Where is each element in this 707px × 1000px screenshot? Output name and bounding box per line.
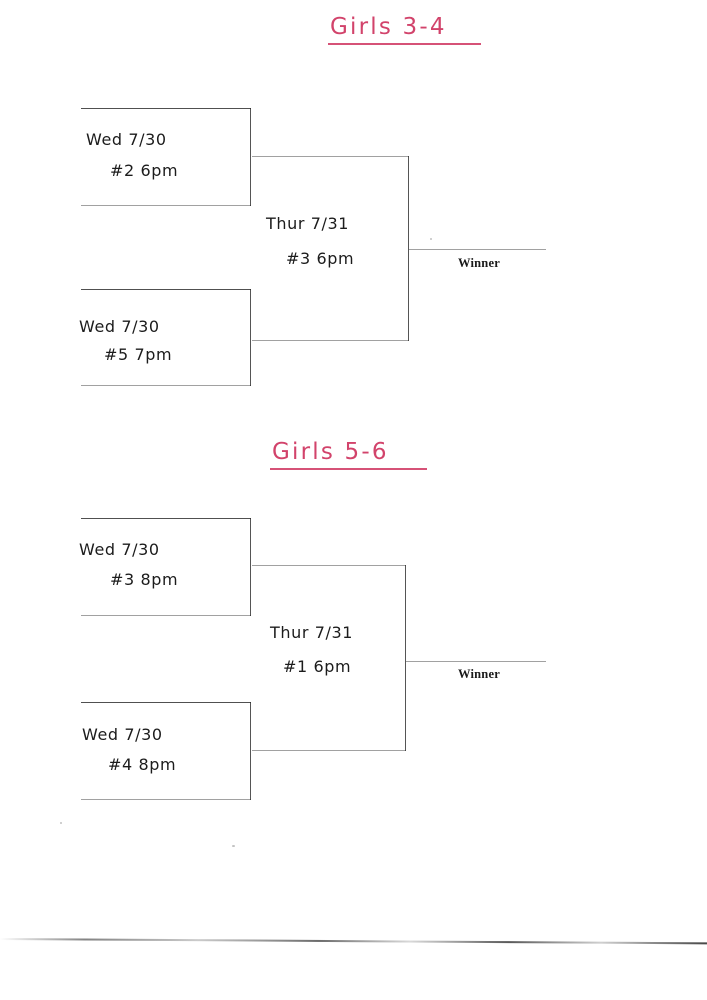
final-bottom-line	[252, 750, 406, 751]
slot-date-text: Wed 7/30	[79, 540, 160, 559]
slot-date-text: Wed 7/30	[86, 130, 167, 149]
winner-line-girls-5-6	[406, 661, 546, 662]
slot-top-line	[81, 702, 251, 703]
scan-speck	[232, 845, 235, 847]
slot-bottom-line	[81, 615, 251, 616]
scan-speck	[430, 238, 432, 240]
final-right-line	[408, 156, 409, 341]
bracket-title-girls-5-6: Girls 5-6	[272, 439, 389, 465]
slot-bottom-line	[81, 799, 251, 800]
final-right-line	[405, 565, 406, 751]
slot-right-line	[250, 108, 251, 206]
final-date-text: Thur 7/31	[270, 623, 354, 642]
bracket-title-text: Girls 5-6	[272, 439, 389, 465]
slot-right-line	[250, 518, 251, 616]
slot-right-line	[250, 702, 251, 800]
slot-bottom-line	[81, 205, 251, 206]
winner-label-girls-5-6: Winner	[458, 667, 500, 681]
winner-label-girls-3-4: Winner	[458, 256, 500, 270]
slot-right-line	[250, 289, 251, 386]
bracket-title-underline-girls-3-4	[328, 43, 481, 45]
slot-top-line	[81, 108, 251, 109]
bracket-title-text: Girls 3-4	[330, 14, 447, 40]
bracket-title-underline-girls-5-6	[270, 468, 427, 470]
final-date-text: Thur 7/31	[266, 214, 350, 233]
final-bottom-line	[252, 340, 409, 341]
slot-date-text: Wed 7/30	[79, 317, 160, 336]
slot-game-time-text: #4 8pm	[108, 755, 177, 774]
slot-game-time-text: #3 8pm	[110, 570, 179, 589]
slot-game-time-text: #5 7pm	[104, 345, 173, 364]
final-top-line	[252, 565, 406, 566]
scan-speck	[60, 822, 62, 824]
slot-bottom-line	[81, 385, 251, 386]
scan-paper-bottom-edge	[0, 938, 707, 945]
slot-date-text: Wed 7/30	[82, 725, 163, 744]
final-game-time-text: #1 6pm	[283, 657, 352, 676]
bracket-title-girls-3-4: Girls 3-4	[330, 14, 447, 40]
winner-line-girls-3-4	[409, 249, 546, 250]
slot-game-time-text: #2 6pm	[110, 161, 179, 180]
slot-top-line	[81, 518, 251, 519]
slot-top-line	[81, 289, 251, 290]
final-top-line	[252, 156, 409, 157]
final-game-time-text: #3 6pm	[286, 249, 355, 268]
